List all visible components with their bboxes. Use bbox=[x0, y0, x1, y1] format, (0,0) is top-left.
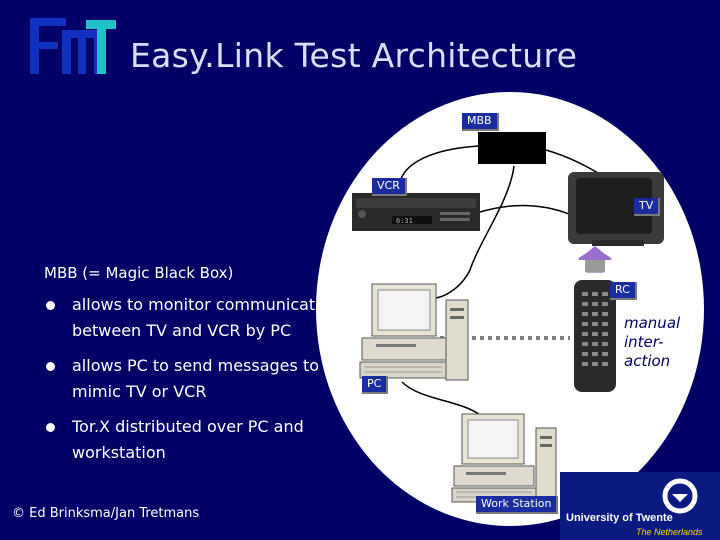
tv-label: TV bbox=[634, 198, 661, 216]
cable-mbb-vcr bbox=[399, 145, 479, 186]
workstation-icon bbox=[451, 413, 557, 503]
cable-pc-workstation bbox=[401, 381, 481, 416]
mbb-box-icon bbox=[478, 132, 546, 164]
remote-control-icon bbox=[574, 280, 616, 392]
workstation-label: Work Station bbox=[476, 496, 559, 514]
bullet-dot-icon bbox=[46, 362, 55, 371]
pc-label: PC bbox=[362, 376, 389, 394]
university-logo-icon bbox=[560, 472, 720, 540]
bullet-text: allows PC to send messages to mimic TV o… bbox=[72, 356, 319, 401]
manual-interaction-note: manual inter-action bbox=[624, 314, 681, 370]
university-name: University of Twente bbox=[566, 512, 673, 524]
bullet-dot-icon bbox=[46, 423, 55, 432]
mbb-heading: MBB (= Magic Black Box) bbox=[44, 264, 234, 282]
cable-mbb-pc bbox=[429, 165, 515, 299]
fmt-logo bbox=[30, 18, 116, 74]
bullet-text: Tor.X distributed over PC and workstatio… bbox=[72, 417, 304, 462]
svg-text:6:31: 6:31 bbox=[396, 217, 413, 225]
vcr-icon: 6:31 bbox=[352, 193, 480, 231]
bullet-item: allows PC to send messages to mimic TV o… bbox=[44, 353, 344, 405]
mbb-label: MBB bbox=[462, 113, 499, 131]
bullet-item: allows to monitor communication between … bbox=[44, 292, 344, 344]
pc-icon bbox=[359, 283, 469, 381]
tv-icon bbox=[568, 172, 664, 246]
university-country: The Netherlands bbox=[636, 527, 703, 537]
bullet-item: Tor.X distributed over PC and workstatio… bbox=[44, 414, 344, 466]
bullet-dot-icon bbox=[46, 301, 55, 310]
page-title: Easy.Link Test Architecture bbox=[130, 36, 578, 75]
rc-label: RC bbox=[610, 282, 637, 300]
bullet-list: allows to monitor communication between … bbox=[44, 292, 344, 475]
footer-credit: © Ed Brinksma/Jan Tretmans bbox=[12, 506, 200, 521]
bullet-text: allows to monitor communication between … bbox=[72, 295, 340, 340]
vcr-label: VCR bbox=[372, 178, 407, 196]
